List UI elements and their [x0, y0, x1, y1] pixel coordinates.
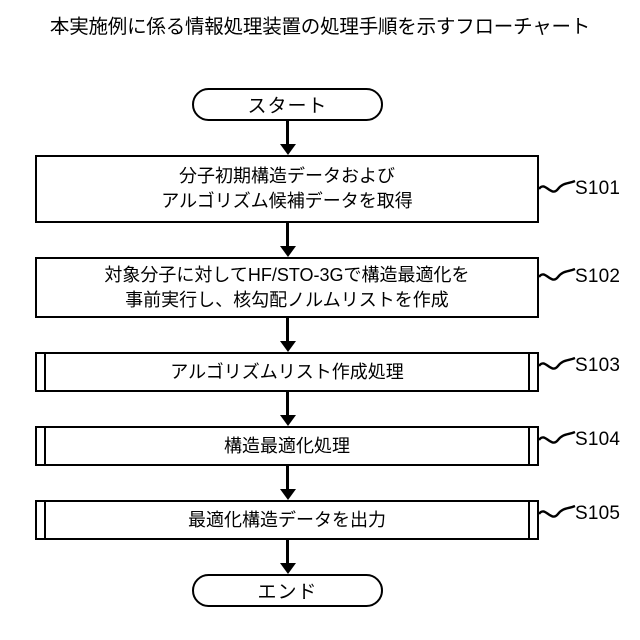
flow-node-s104-text: 構造最適化処理 [37, 434, 537, 459]
flow-node-s102: 対象分子に対してHF/STO-3Gで構造最適化を 事前実行し、核勾配ノルムリスト… [35, 257, 539, 318]
arrowhead-s105-end [279, 563, 296, 574]
step-label-s103: S103 [575, 355, 621, 376]
leader-line-s103 [538, 356, 576, 370]
flow-node-s101-line-2: アルゴリズム候補データを取得 [161, 191, 413, 211]
arrowhead-s103-s104 [279, 415, 296, 426]
page-title: 本実施例に係る情報処理装置の処理手順を示すフローチャート [49, 16, 591, 38]
flow-node-s102-text: 対象分子に対してHF/STO-3Gで構造最適化を 事前実行し、核勾配ノルムリスト… [37, 263, 537, 313]
flow-node-s102-line-2: 事前実行し、核勾配ノルムリストを作成 [125, 289, 449, 310]
flow-node-end: エンド [192, 574, 383, 607]
flow-node-s104: 構造最適化処理 [35, 426, 539, 466]
connector-s104-s105 [286, 466, 289, 492]
flow-node-s103: アルゴリズムリスト作成処理 [35, 352, 539, 392]
flow-node-start-label: スタート [247, 96, 328, 117]
flow-node-start: スタート [192, 88, 383, 121]
leader-line-s101 [538, 179, 576, 193]
flow-node-s103-line-1: アルゴリズムリスト作成処理 [170, 361, 404, 382]
step-label-s105: S105 [575, 503, 621, 524]
connector-s103-s104 [286, 392, 289, 418]
flow-node-s105-line-1: 最適化構造データを出力 [188, 509, 386, 530]
leader-line-s105 [538, 504, 576, 518]
flow-node-s103-text: アルゴリズムリスト作成処理 [37, 360, 537, 385]
arrowhead-start-s101 [279, 144, 296, 155]
flow-node-end-label: エンド [257, 582, 318, 603]
flow-node-s104-line-1: 構造最適化処理 [224, 435, 350, 456]
leader-line-s104 [538, 430, 576, 444]
connector-s102-s103 [286, 318, 289, 344]
flow-node-s102-line-1: 対象分子に対してHF/STO-3Gで構造最適化を [104, 264, 470, 285]
connector-s101-s102 [286, 223, 289, 249]
flow-node-s101-line-1: 分子初期構造データおよび [179, 166, 395, 186]
step-label-s101: S101 [575, 178, 621, 199]
connector-s105-end [286, 540, 289, 566]
flow-node-s101: 分子初期構造データおよび アルゴリズム候補データを取得 [35, 155, 539, 223]
arrowhead-s102-s103 [279, 341, 296, 352]
flow-node-s105-text: 最適化構造データを出力 [37, 508, 537, 533]
arrowhead-s104-s105 [279, 489, 296, 500]
leader-line-s102 [538, 267, 576, 281]
flow-node-s105: 最適化構造データを出力 [35, 500, 539, 540]
step-label-s104: S104 [575, 429, 621, 450]
connector-start-s101 [286, 121, 289, 147]
step-label-s102: S102 [575, 266, 621, 287]
flow-node-s101-text: 分子初期構造データおよび アルゴリズム候補データを取得 [37, 164, 537, 214]
arrowhead-s101-s102 [279, 246, 296, 257]
